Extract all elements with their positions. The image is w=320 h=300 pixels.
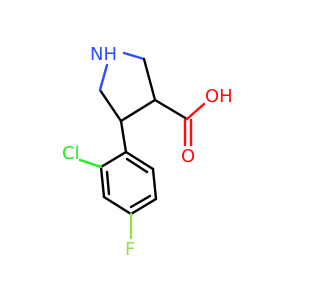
o-label: O — [181, 146, 195, 167]
bond-cl — [78, 158, 103, 169]
bond-aromatic-2 — [129, 194, 152, 209]
bond-c2-c3 — [142, 57, 157, 102]
bond-n-c2 — [122, 51, 146, 61]
bond-ar5-ar6 — [151, 167, 158, 201]
cl-label: Cl — [62, 143, 80, 164]
bond-c-oh — [185, 102, 206, 121]
bond-c4-c5 — [98, 88, 123, 123]
bond-c3-cooh — [153, 98, 189, 121]
bond-aromatic-3 — [125, 157, 149, 174]
f-label: F — [125, 239, 135, 260]
bond-ar6-ar1 — [124, 150, 155, 171]
bond-c5-n — [98, 63, 109, 92]
bond-ar2-ar3 — [99, 165, 106, 199]
bond-c3-c4 — [119, 98, 157, 123]
molecule-diagram: NH OH O Cl F — [62, 44, 233, 260]
bond-ar1-ar2 — [99, 150, 128, 169]
bond-ar3-ar4 — [102, 195, 133, 216]
nh-label: NH — [90, 44, 117, 65]
bond-c4-aryl — [119, 119, 128, 154]
bond-ar4-ar5 — [129, 197, 158, 216]
oh-label: OH — [205, 86, 233, 107]
bond-aromatic-1 — [105, 170, 111, 196]
structure-canvas: NH OH O Cl F — [62, 44, 233, 260]
